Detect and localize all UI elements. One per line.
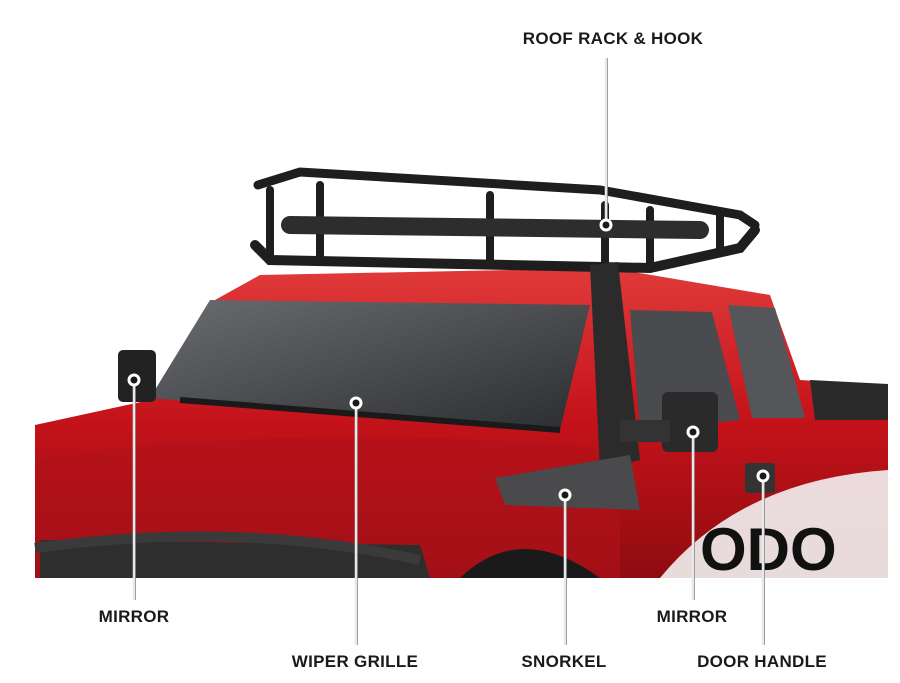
mirrors [118, 350, 775, 493]
callout-door-handle: DOOR HANDLE [697, 652, 827, 671]
wiper [179, 397, 561, 433]
callout-mirror-right: MIRROR [656, 607, 728, 626]
callout-lines [132, 58, 765, 645]
callout-lines-shadow [135, 58, 765, 645]
snorkel [495, 262, 640, 510]
callout-dots [127, 218, 770, 502]
roof-rack [250, 167, 760, 274]
callout-roof-rack: ROOF RACK & HOOK [522, 29, 704, 48]
callout-wiper-grille: WIPER GRILLE [291, 652, 419, 671]
callout-snorkel: SNORKEL [521, 652, 607, 671]
callout-mirror-left: MIRROR [98, 607, 170, 626]
truck-body: ODO [34, 268, 888, 583]
side-window-rear [728, 305, 805, 418]
svg-text:ODO: ODO [700, 516, 837, 583]
windshield [150, 300, 590, 430]
